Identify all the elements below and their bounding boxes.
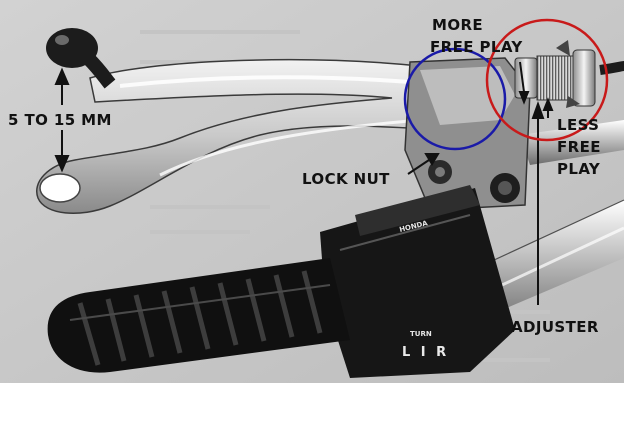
handlebar-grip <box>47 258 351 373</box>
lever-perch <box>404 57 531 211</box>
adjuster-highlight-circle <box>485 18 609 142</box>
adjuster-label: ADJUSTER <box>511 318 599 336</box>
clutch-cable <box>599 61 625 75</box>
turn-marking: TURN <box>410 330 432 338</box>
free-play-dimension <box>54 67 70 173</box>
lock-nut-highlight-circle <box>403 47 507 151</box>
play-label: PLAY <box>557 160 601 178</box>
lever-ball-end <box>46 28 116 89</box>
free-label: FREE <box>557 138 601 156</box>
free-play-more-label: FREE PLAY <box>430 38 523 56</box>
clutch-lever <box>36 59 481 215</box>
annotation-arrows <box>407 61 554 305</box>
more-label: MORE <box>432 16 483 34</box>
white-margin-bottom <box>0 383 640 433</box>
range-label: 5 TO 15 MM <box>8 111 112 129</box>
less-label: LESS <box>557 116 599 134</box>
lock-nut-label: LOCK NUT <box>302 170 390 188</box>
handlebar-switch-housing: HONDA <box>320 185 515 378</box>
switch-lr-marking: L I R <box>402 345 449 360</box>
white-margin-right <box>624 0 640 433</box>
